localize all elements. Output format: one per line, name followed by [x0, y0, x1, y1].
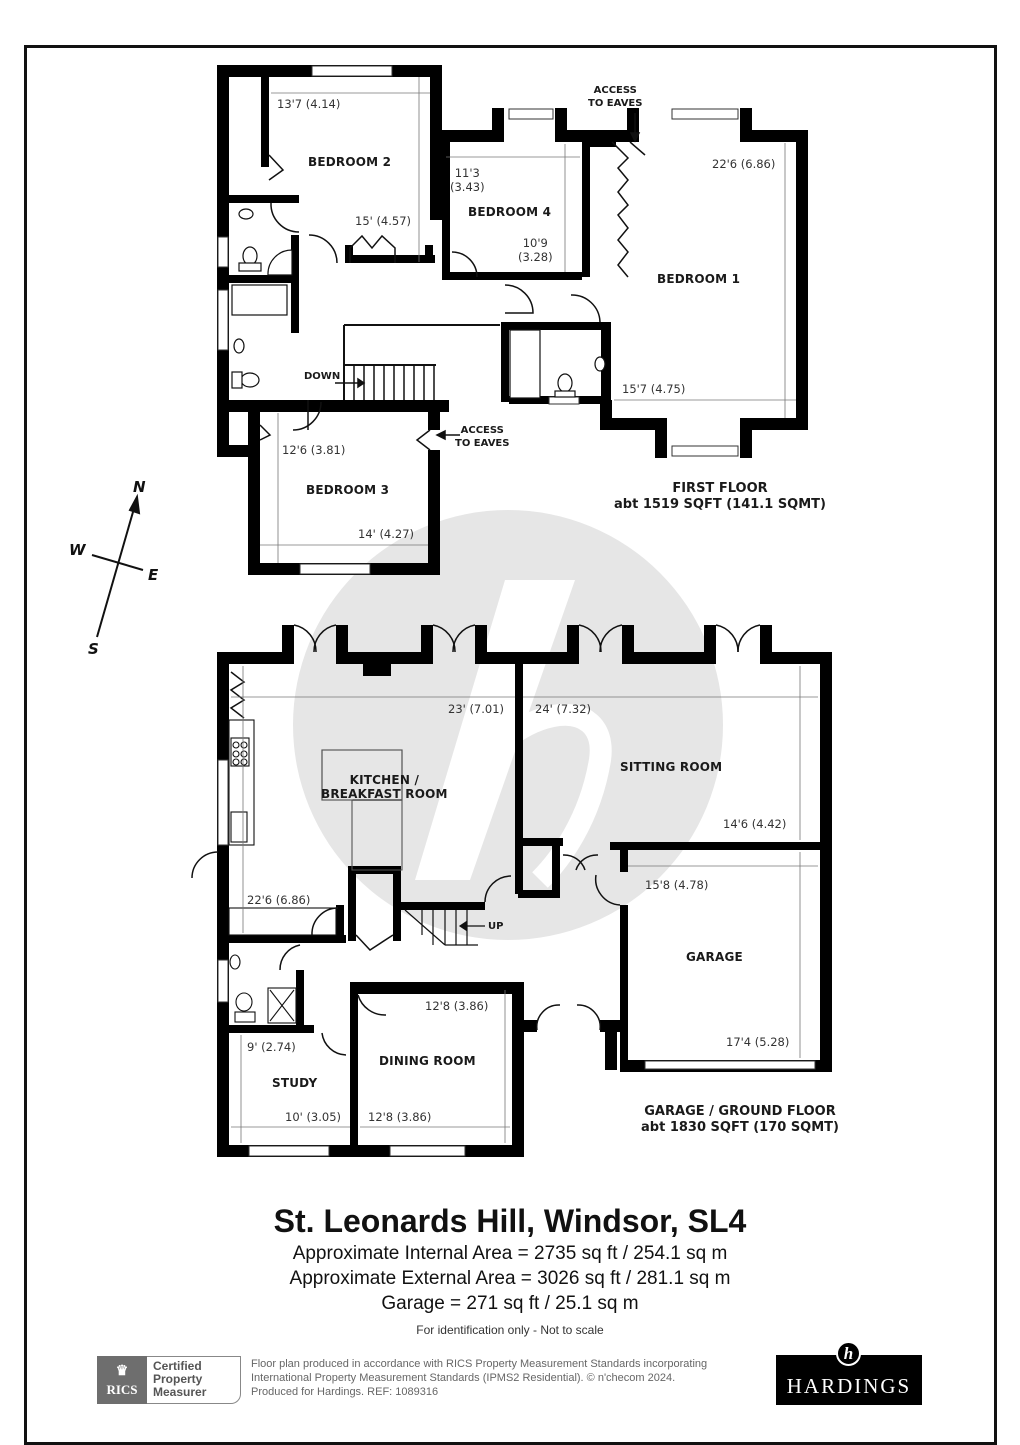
- first-floor-name: FIRST FLOOR: [672, 481, 768, 496]
- compass-east: E: [148, 566, 159, 584]
- rics-line-3: Measurer: [153, 1385, 207, 1399]
- first-floor-staircase: [335, 324, 500, 400]
- room-label-kitchen-breakfast: KITCHEN / BREAKFAST ROOM: [321, 773, 448, 801]
- rics-certified-badge: ♛ RICS Certified Property Measurer: [97, 1356, 241, 1404]
- rics-line-1: Certified: [153, 1359, 202, 1373]
- first-floor-doors: [259, 141, 646, 451]
- dimension-bedroom-2-length: 15' (4.57): [355, 214, 412, 228]
- external-area: Approximate External Area = 3026 sq ft /…: [289, 1268, 731, 1289]
- rics-line-2: Property: [153, 1372, 203, 1386]
- first-floor-windows: [217, 65, 739, 575]
- ground-floor-fixtures: [228, 719, 403, 1024]
- room-label-study: STUDY: [272, 1076, 318, 1090]
- dimension-dining-room-length: 12'8 (3.86): [425, 999, 489, 1013]
- ground-floor-area: abt 1830 SQFT (170 SQMT): [641, 1120, 839, 1135]
- dimension-bedroom-1-length: 22'6 (6.86): [712, 157, 776, 171]
- room-label-garage: GARAGE: [686, 950, 743, 964]
- rics-lion-icon: ♛: [115, 1364, 129, 1379]
- rics-mark-text: RICS: [106, 1382, 138, 1397]
- first-floor-summary: FIRST FLOOR abt 1519 SQFT (141.1 SQMT): [590, 481, 850, 513]
- ground-floor-summary: GARAGE / GROUND FLOOR abt 1830 SQFT (170…: [620, 1104, 860, 1136]
- room-label-bedroom-1: BEDROOM 1: [657, 272, 741, 286]
- access-to-eaves-note-landing: ACCESS TO EAVES: [455, 425, 510, 449]
- rics-logo: ♛ RICS: [97, 1356, 147, 1404]
- dimension-sitting-room-width: 24' (7.32): [535, 702, 592, 716]
- dimension-kitchen-width: 23' (7.01): [448, 702, 505, 716]
- dimension-garage-length: 17'4 (5.28): [726, 1035, 790, 1049]
- stairs-down-label: DOWN: [304, 371, 341, 382]
- dimension-garage-width: 15'8 (4.78): [645, 878, 709, 892]
- dimension-bedroom-4-length: 10'9 (3.28): [518, 236, 553, 264]
- ground-floor-name: GARAGE / GROUND FLOOR: [644, 1104, 836, 1119]
- room-label-bedroom-2: BEDROOM 2: [308, 155, 392, 169]
- room-label-sitting-room: SITTING ROOM: [620, 760, 723, 774]
- access-to-eaves-note-top: ACCESS TO EAVES: [588, 85, 643, 109]
- dimension-study-width: 10' (3.05): [285, 1110, 342, 1124]
- access-arrows: [435, 113, 641, 441]
- first-floor-fixtures: [231, 208, 606, 399]
- dimension-bedroom-3-width: 14' (4.27): [358, 527, 415, 541]
- compass-north: N: [133, 478, 146, 496]
- dimension-bedroom-2-width: 13'7 (4.14): [277, 97, 341, 111]
- production-note-line-1: Floor plan produced in accordance with R…: [251, 1358, 708, 1370]
- internal-area: Approximate Internal Area = 2735 sq ft /…: [292, 1243, 728, 1264]
- first-floor-walls: [217, 65, 808, 575]
- property-title: St. Leonards Hill, Windsor, SL4: [273, 1203, 747, 1239]
- production-note-line-2: International Property Measurement Stand…: [251, 1372, 676, 1384]
- rics-badge-text: Certified Property Measurer: [147, 1356, 241, 1404]
- dimension-sitting-room-length: 14'6 (4.42): [723, 817, 787, 831]
- production-note-line-3: Produced for Hardings. REF: 1089316: [251, 1386, 439, 1398]
- dimension-study-length: 9' (2.74): [247, 1040, 296, 1054]
- dimension-bedroom-4-width: 11'3 (3.43): [450, 166, 485, 194]
- ground-floor-dimension-lines: [231, 666, 818, 1143]
- garage-area: Garage = 271 sq ft / 25.1 sq m: [381, 1293, 639, 1314]
- room-label-bedroom-3: BEDROOM 3: [306, 483, 390, 497]
- ground-floor-staircase: [404, 909, 485, 946]
- ground-floor-windows: [217, 759, 816, 1157]
- room-label-bedroom-4: BEDROOM 4: [468, 205, 552, 219]
- ground-floor-doors: [191, 624, 761, 1056]
- dimension-bedroom-1-width: 15'7 (4.75): [622, 382, 686, 396]
- stairs-up-label: UP: [488, 921, 504, 932]
- room-label-dining-room: DINING ROOM: [379, 1054, 476, 1068]
- hardings-h-icon: h: [836, 1341, 861, 1366]
- first-floor-dimension-lines: [260, 77, 796, 563]
- first-floor-area: abt 1519 SQFT (141.1 SQMT): [614, 497, 826, 512]
- dimension-bedroom-3-length: 12'6 (3.81): [282, 443, 346, 457]
- dimension-dining-room-width: 12'8 (3.86): [368, 1110, 432, 1124]
- compass-south: S: [88, 640, 99, 658]
- compass-rose: [91, 493, 144, 638]
- production-note: Floor plan produced in accordance with R…: [251, 1357, 707, 1399]
- compass-west: W: [69, 541, 86, 559]
- dimension-kitchen-length: 22'6 (6.86): [247, 893, 311, 907]
- scale-disclaimer: For identification only - Not to scale: [416, 1323, 604, 1337]
- hardings-logo: HARDINGS: [776, 1355, 922, 1405]
